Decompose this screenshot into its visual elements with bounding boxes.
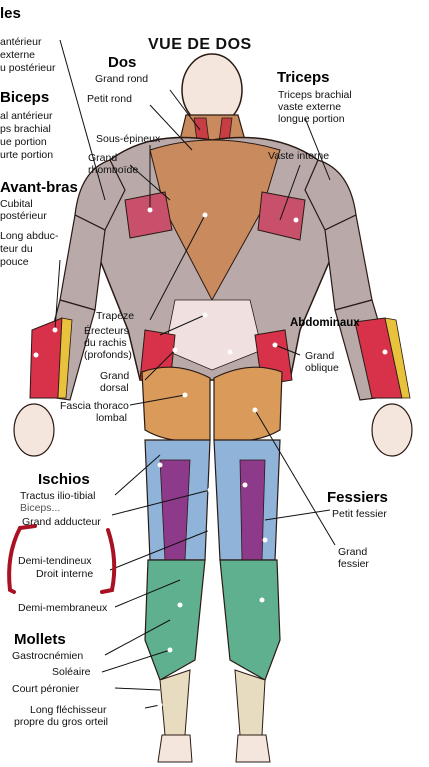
heading-triceps: Triceps: [277, 69, 330, 86]
right-foot: [235, 734, 271, 763]
glute-right: [213, 366, 283, 442]
label-grand-dorsal-1: Grand: [100, 370, 130, 382]
label-triceps-3: longue portion: [278, 113, 345, 125]
left-upper-arm: [59, 214, 106, 311]
label-tractus: Tractus ilio-tibial: [20, 490, 96, 502]
label-vaste-interne: Vaste interne: [268, 150, 330, 162]
label-biceps-3: ue portion: [0, 136, 47, 148]
label-petit-rond: Petit rond: [87, 93, 132, 105]
heading-partial-top-left: les: [0, 5, 21, 22]
heading-dos: Dos: [108, 54, 137, 71]
left-forearm-yellow: [57, 317, 73, 399]
label-biceps-4: urte portion: [0, 149, 54, 161]
label-deltoid-3: u postérieur: [0, 62, 56, 74]
label-triceps-1: Triceps brachial: [278, 89, 352, 101]
label-avant-3: Long abduc-: [0, 230, 59, 242]
label-biceps-2: ps brachial: [0, 123, 51, 135]
right-thigh-purple: [239, 459, 266, 561]
label-erecteurs-3: (profonds): [84, 349, 132, 361]
label-fascia-2: lombal: [96, 412, 127, 424]
label-trapeze: Trapèze: [96, 310, 135, 322]
label-avant-2: postérieur: [0, 210, 47, 222]
heading-fessiers: Fessiers: [327, 489, 388, 506]
left-calf: [144, 559, 206, 681]
left-foot: [157, 734, 193, 763]
neck: [179, 114, 246, 141]
left-shin: [159, 669, 191, 736]
label-long-flechisseur-1: Long fléchisseur: [30, 704, 107, 716]
label-grand-rhomboide-2: rhomboïde: [88, 164, 139, 176]
label-grand-rhomboide-1: Grand: [88, 152, 118, 164]
label-droit-interne: Droit interne: [36, 568, 94, 580]
label-fascia-1: Fascia thoraco: [60, 400, 129, 412]
label-grand-oblique-1: Grand: [305, 350, 335, 362]
label-petit-fessier: Petit fessier: [332, 508, 387, 520]
label-deltoid-2: externe: [0, 49, 36, 61]
label-grand-oblique-2: oblique: [305, 362, 339, 374]
label-court-peronier: Court péronier: [12, 683, 80, 695]
label-avant-1: Cubital: [0, 198, 33, 210]
highlight-bracket: [7, 524, 117, 594]
label-avant-5: pouce: [0, 256, 29, 268]
label-avant-4: teur du: [0, 243, 33, 255]
label-triceps-2: vaste externe: [278, 101, 342, 113]
left-thigh-purple: [159, 459, 191, 561]
heading-ischios: Ischios: [38, 471, 90, 488]
label-grand-rond: Grand rond: [95, 73, 149, 85]
label-sous-epineux: Sous-épineux: [96, 133, 161, 145]
right-forearm-yellow: [384, 317, 411, 399]
right-hand: [371, 403, 413, 457]
marker-dots: [33, 207, 388, 708]
label-erecteurs-1: Érecteurs: [84, 325, 129, 337]
right-calf: [219, 559, 281, 681]
left-hand: [13, 403, 55, 457]
label-demi-membraneux: Demi-membraneux: [18, 602, 108, 614]
label-erecteurs-2: du rachis: [84, 337, 127, 349]
heading-mollets: Mollets: [14, 631, 66, 648]
scapula-left: [124, 191, 173, 239]
page-title: VUE DE DOS: [148, 36, 252, 53]
label-grand-fessier-2: fessier: [338, 558, 369, 570]
right-upper-arm: [324, 214, 373, 311]
label-deltoid-1: antérieur: [0, 36, 42, 48]
heading-abdominaux: Abdominaux: [290, 317, 360, 329]
glute-left: [141, 366, 211, 442]
label-gastrocnemien: Gastrocnémien: [12, 650, 84, 662]
label-soleaire: Soléaire: [52, 666, 91, 678]
label-biceps-femoral: Biceps...: [20, 502, 61, 514]
label-biceps-1: al antérieur: [0, 110, 53, 122]
right-shin: [234, 669, 266, 736]
label-grand-dorsal-2: dorsal: [100, 382, 129, 394]
heading-avant-bras: Avant-bras: [0, 179, 78, 196]
label-grand-adducteur: Grand adducteur: [22, 516, 101, 528]
label-demi-tendineux: Demi-tendineux: [18, 555, 92, 567]
label-grand-fessier-1: Grand: [338, 546, 368, 558]
heading-biceps: Biceps: [0, 89, 50, 106]
label-long-flechisseur-2: propre du gros orteil: [14, 716, 108, 728]
leader-lines: [54, 39, 336, 709]
